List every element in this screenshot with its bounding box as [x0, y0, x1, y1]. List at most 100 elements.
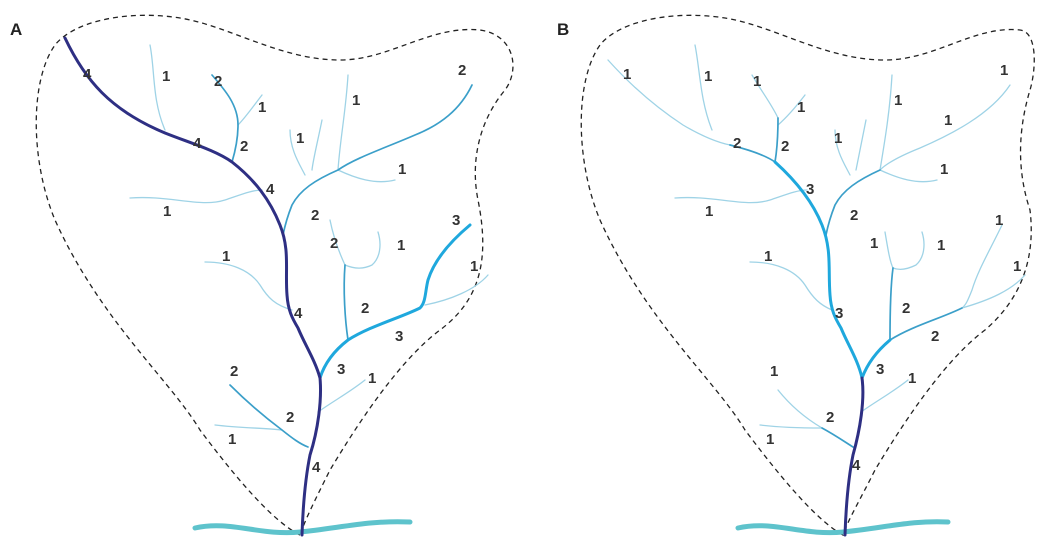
panel-a-letter: A — [10, 20, 22, 39]
panel-b-stream-order-label: 2 — [902, 300, 910, 317]
panel-a-stream-order-label: 2 — [458, 62, 466, 79]
stream-segment — [884, 231, 894, 269]
panel-b-stream-order-label: 1 — [940, 161, 948, 178]
panel-b-stream-order-label: 2 — [733, 135, 741, 152]
panel-b-stream-order-label: 1 — [623, 66, 631, 83]
stream-segment — [282, 84, 473, 236]
panel-b-stream-order-label: 2 — [826, 409, 834, 426]
stream-segment — [229, 384, 309, 448]
panel-b-stream-order-label: 2 — [850, 207, 858, 224]
panel-b-stream-order-label: 1 — [1013, 258, 1021, 275]
panel-b-stream-order-label: 1 — [870, 235, 878, 252]
panel-b-stream-order-label: 1 — [705, 203, 713, 220]
panel-b-stream-order-label: 1 — [908, 370, 916, 387]
stream-segment — [329, 219, 346, 266]
stream-segment — [860, 338, 892, 380]
panel-a-order-labels: 4 1 2 1 1 4 2 1 2 1 4 1 2 2 1 3 1 1 4 2 … — [83, 62, 478, 476]
panel-b-stream-order-label: 1 — [753, 73, 761, 90]
panel-b-stream-order-label: 1 — [766, 431, 774, 448]
stream-segment — [892, 231, 925, 270]
panel-a-main-river — [192, 519, 413, 536]
panel-a-stream-order-label: 3 — [452, 212, 460, 229]
panel-a-stream-order-label: 3 — [395, 328, 403, 345]
panel-b-stream-order-label: 4 — [852, 457, 861, 474]
panel-b-stream-order-label: 1 — [797, 99, 805, 116]
stream-segment — [855, 119, 867, 171]
panel-b-stream-order-label: 3 — [806, 181, 814, 198]
panel-a-stream-order-label: 1 — [258, 99, 266, 116]
stream-segment — [344, 231, 381, 269]
panel-b-stream-order-label: 1 — [764, 248, 772, 265]
stream-segment — [777, 389, 823, 429]
panel-a-stream-order-label: 1 — [397, 237, 405, 254]
panel-b-stream-order-label: 2 — [931, 328, 939, 345]
stream-segment — [749, 261, 833, 311]
stream-segment — [289, 129, 306, 176]
stream-segment — [961, 224, 1003, 309]
panel-b-order-2-streams — [729, 117, 963, 448]
stream-segment — [889, 267, 894, 341]
panel-a-order-2-streams — [211, 74, 473, 448]
stream-segment — [889, 307, 963, 341]
stream-segment — [751, 74, 779, 119]
panel-a-stream-order-label: 2 — [311, 207, 319, 224]
panel-a-stream-order-label: 1 — [163, 203, 171, 220]
stream-segment — [237, 94, 263, 126]
stream-segment — [337, 169, 396, 183]
panel-a-stream-order-label: 1 — [296, 130, 304, 147]
stream-segment — [343, 264, 349, 341]
stream-segment — [211, 74, 239, 163]
stream-segment — [821, 427, 854, 448]
panel-b-stream-order-label: 1 — [834, 130, 842, 147]
panel-a-stream-order-label: 4 — [83, 66, 92, 83]
panel-b-watershed-boundary — [580, 14, 1035, 536]
panel-b-stream-order-label: 1 — [937, 237, 945, 254]
panel-b-stream-order-label: 3 — [876, 361, 884, 378]
panel-a-stream-order-label: 2 — [361, 300, 369, 317]
stream-segment — [729, 144, 776, 163]
stream-segment — [694, 44, 713, 131]
stream-segment — [317, 379, 366, 413]
stream-segment — [318, 223, 472, 380]
stream-segment — [774, 117, 779, 163]
stream-segment — [834, 129, 851, 176]
panel-a-order-4-streams — [63, 36, 322, 537]
panel-a-stream-order-label: 1 — [162, 68, 170, 85]
panel-b-stream-order-label: 1 — [770, 363, 778, 380]
panel-b-order-labels: 1 1 1 1 1 1 2 2 1 1 3 1 1 2 1 1 1 1 1 3 … — [623, 62, 1021, 474]
panel-b-letter: B — [557, 20, 569, 39]
panel-b-stream-order-label: 1 — [995, 212, 1003, 229]
stream-segment — [129, 189, 263, 204]
panel-b-stream-order-label: 1 — [894, 92, 902, 109]
stream-segment — [879, 74, 893, 171]
panel-a-stream-order-label: 1 — [470, 258, 478, 275]
stream-segment — [860, 379, 909, 413]
stream-segment — [825, 169, 881, 236]
panel-b-main-river — [735, 519, 951, 536]
panel-a-watershed-boundary — [35, 14, 514, 536]
panel-a-order-1-streams — [129, 44, 489, 431]
panel-a-stream-order-label: 1 — [228, 431, 236, 448]
stream-segment — [759, 424, 823, 429]
panel-a-stream-order-label: 1 — [398, 161, 406, 178]
stream-segment — [961, 274, 1026, 309]
panel-a-stream-order-label: 2 — [286, 409, 294, 426]
stream-segment — [777, 94, 806, 126]
stream-segment — [63, 36, 322, 537]
stream-segment — [424, 274, 489, 306]
panel-b-order-3-streams — [773, 160, 892, 380]
panel-a-stream-order-label: 2 — [240, 138, 248, 155]
panel-b-order-1-streams — [607, 44, 1026, 429]
panel-b-stream-order-label: 1 — [704, 68, 712, 85]
panel-a-stream-order-label: 4 — [294, 305, 303, 322]
panel-a-order-3-streams — [318, 223, 472, 380]
stream-segment — [311, 119, 323, 171]
panel-a-stream-order-label: 4 — [312, 459, 321, 476]
panel-b-stream-order-label: 2 — [781, 138, 789, 155]
panel-b: B — [557, 14, 1035, 537]
panel-a-stream-order-label: 3 — [337, 361, 345, 378]
stream-segment — [843, 376, 865, 537]
panel-b-stream-order-label: 1 — [1000, 62, 1008, 79]
stream-segment — [879, 169, 938, 183]
